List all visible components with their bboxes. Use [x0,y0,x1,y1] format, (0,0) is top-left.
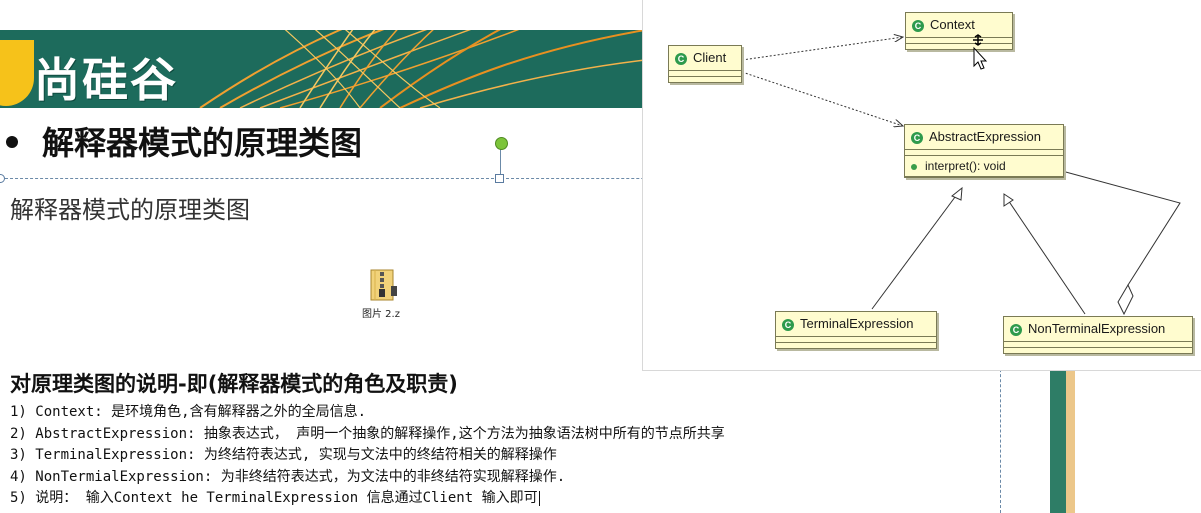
description-heading: 对原理类图的说明-即(解释器模式的角色及职责) [10,372,458,396]
class-c-icon: C [1010,323,1022,336]
uml-attribute-compartment [669,71,741,77]
class-c-icon: C [912,19,924,32]
nonterminal-generalization-arrowhead [1003,193,1014,207]
terminal-generalization-arrowhead [951,186,963,201]
uml-class-nonterminalexpression-header: C NonTerminalExpression [1004,317,1192,342]
uml-class-client-header: C Client [669,46,741,71]
uml-attribute-compartment [776,337,936,343]
terminal-generalization-line [871,192,959,310]
description-line-4: 4) NonTermialExpression: 为非终结符表达式，为文法中的非… [10,469,566,485]
slide-title-text: 解释器模式的原理类图 [42,124,363,162]
uml-class-client-name: Client [693,50,727,65]
description-line-3: 3) TerminalExpression: 为终结符表达式, 实现与文法中的终… [10,447,557,463]
file-label: 图片 2.z [362,309,400,320]
resize-handle-top-left[interactable] [0,174,5,183]
uml-class-client[interactable]: C Client [668,45,742,83]
uml-class-abstractexpression-header: C AbstractExpression [905,125,1063,150]
resize-handle-top[interactable] [495,174,504,183]
description-line-5-text: 5) 说明： 输入Context he TerminalExpression 信… [10,490,538,506]
uml-operation-compartment [776,343,936,348]
description-line-5: 5) 说明： 输入Context he TerminalExpression 信… [10,487,540,507]
uml-class-terminalexpression-name: TerminalExpression [800,316,914,331]
uml-operation-interpret: interpret(): void [925,159,1006,173]
aggregation-diamond [1117,283,1134,316]
uml-operation-compartment [1004,348,1192,353]
client-to-context-dependency [741,37,903,61]
nonterminal-generalization-line [1007,199,1086,315]
bullet-icon [6,136,18,148]
uml-class-terminalexpression[interactable]: C TerminalExpression [775,311,937,349]
public-method-icon [911,163,917,170]
mouse-pointer-icon [973,34,988,70]
uml-class-abstractexpression-name: AbstractExpression [929,129,1041,144]
slide-subtitle[interactable]: 解释器模式的原理类图 [10,196,250,224]
uml-operation-compartment [906,44,1012,49]
aggregation-line [1061,170,1181,286]
uml-operation-row: interpret(): void [905,156,1063,177]
class-c-icon: C [782,318,794,331]
description-line-1: 1) Context: 是环境角色,含有解释器之外的全局信息. [10,404,367,420]
rotation-handle-stem [500,148,501,174]
uml-attribute-compartment [906,38,1012,44]
slide-edge-background [1050,370,1201,513]
uml-class-terminalexpression-header: C TerminalExpression [776,312,936,337]
slide-edge-strip [1050,370,1066,513]
uml-class-context-name: Context [930,17,975,32]
uml-class-nonterminalexpression-name: NonTerminalExpression [1028,321,1166,336]
uml-class-context[interactable]: C Context [905,12,1013,50]
zip-file-icon[interactable] [369,268,399,302]
banner-top-strip [0,0,645,30]
brand-logo: 尚硅谷 [34,53,178,107]
client-to-abstractexpression-dependency [741,71,903,126]
class-c-icon: C [911,131,923,144]
uml-operation-compartment [669,77,741,82]
uml-class-nonterminalexpression[interactable]: C NonTerminalExpression [1003,316,1193,354]
description-line-2: 2) AbstractExpression: 抽象表达式， 声明一个抽象的解释操… [10,426,725,442]
uml-attribute-compartment [1004,342,1192,348]
uml-class-abstractexpression[interactable]: C AbstractExpression interpret(): void [904,124,1064,178]
text-caret [538,490,540,506]
uml-attribute-compartment [905,150,1063,156]
class-c-icon: C [675,52,687,65]
rotate-handle[interactable] [495,137,508,150]
uml-class-context-header: C Context [906,13,1012,38]
slide-title: 解释器模式的原理类图 [0,118,362,164]
slide-edge-accent [1066,370,1075,513]
